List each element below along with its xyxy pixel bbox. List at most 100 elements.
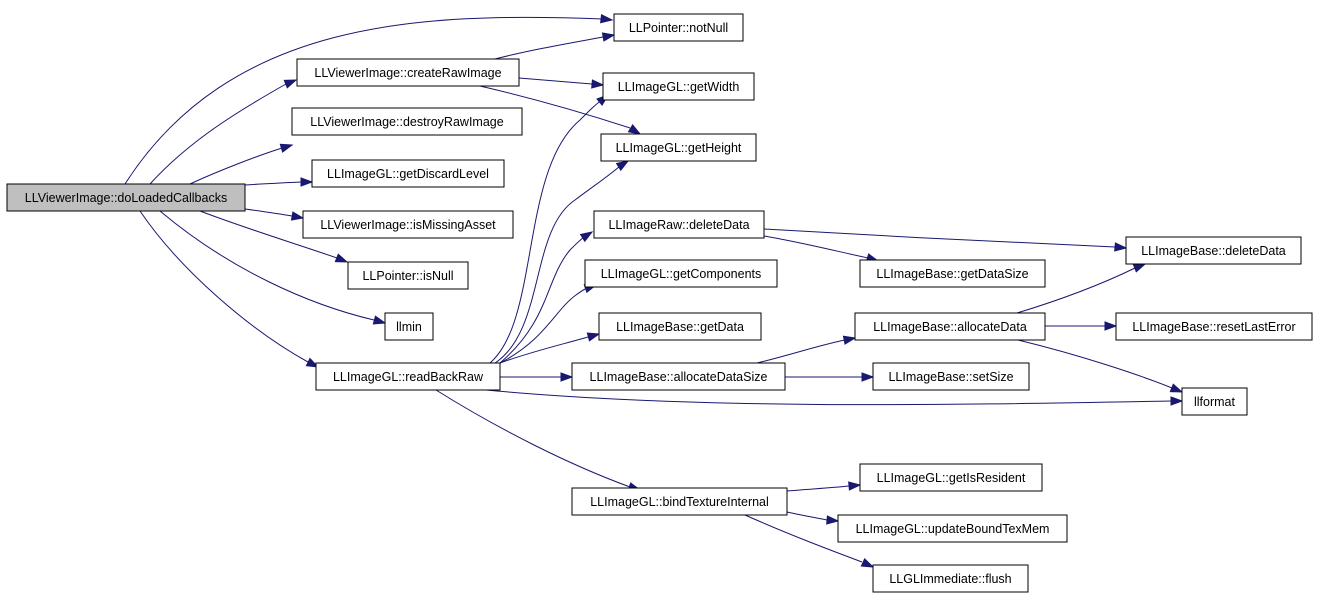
function-node-createRawImage[interactable]: LLViewerImage::createRawImage — [296, 58, 520, 87]
function-node-isNull[interactable]: LLPointer::isNull — [347, 261, 469, 290]
call-edge-doLoadedCallbacks-to-readBackRaw — [139, 210, 320, 368]
node-box — [598, 312, 762, 341]
function-node-getComponents[interactable]: LLImageGL::getComponents — [584, 259, 778, 288]
call-edge-createRawImage-to-getWidth — [518, 77, 605, 89]
call-edge-doLoadedCallbacks-to-isMissingAsset — [244, 208, 305, 221]
call-edge-bindTextureInternal-to-getIsResident — [786, 481, 862, 492]
node-label: LLImageGL::getComponents — [601, 267, 762, 281]
call-edge-doLoadedCallbacks-to-llmin — [159, 210, 387, 325]
call-edge-readBackRaw-to-bindTextureInternal — [435, 389, 642, 492]
function-node-deleteDataBase[interactable]: LLImageBase::deleteData — [1125, 236, 1302, 265]
call-edge-allocateData-to-deleteDataBase — [1016, 263, 1147, 314]
node-label: LLImageBase::resetLastError — [1132, 320, 1295, 334]
call-edge-deleteDataRaw-to-deleteDataBase — [763, 228, 1128, 252]
function-node-destroyRawImage[interactable]: LLViewerImage::destroyRawImage — [291, 107, 523, 136]
call-edge-createRawImage-to-getHeight — [479, 85, 642, 135]
node-box — [302, 210, 514, 239]
node-box — [859, 463, 1043, 492]
function-node-getWidth[interactable]: LLImageGL::getWidth — [602, 72, 755, 101]
node-label: LLViewerImage::doLoadedCallbacks — [25, 191, 227, 205]
call-edge-doLoadedCallbacks-to-notNull — [124, 14, 614, 185]
function-node-doLoadedCallbacks[interactable]: LLViewerImage::doLoadedCallbacks — [6, 183, 246, 212]
function-node-getHeight[interactable]: LLImageGL::getHeight — [600, 133, 757, 162]
call-edge-readBackRaw-to-allocateDataSize — [500, 372, 574, 382]
function-node-deleteDataRaw[interactable]: LLImageRaw::deleteData — [593, 210, 765, 239]
node-label: LLImageGL::getIsResident — [877, 471, 1026, 485]
call-edges — [124, 14, 1184, 568]
call-edge-doLoadedCallbacks-to-destroyRawImage — [189, 143, 294, 185]
function-node-llmin[interactable]: llmin — [384, 312, 434, 341]
node-box — [859, 259, 1046, 288]
node-box — [571, 362, 786, 391]
function-node-allocateDataSize[interactable]: LLImageBase::allocateDataSize — [571, 362, 786, 391]
node-box — [1125, 236, 1302, 265]
node-label: LLImageGL::updateBoundTexMem — [856, 522, 1050, 536]
node-box — [296, 58, 520, 87]
node-box — [291, 107, 523, 136]
call-edge-allocateData-to-resetLastError — [1045, 321, 1118, 331]
function-node-notNull[interactable]: LLPointer::notNull — [613, 13, 744, 42]
function-node-getIsResident[interactable]: LLImageGL::getIsResident — [859, 463, 1043, 492]
call-edge-readBackRaw-to-deleteDataRaw — [499, 231, 594, 364]
call-edge-deleteDataRaw-to-getDataSize — [763, 235, 880, 263]
call-edge-allocateData-to-llformat — [1017, 339, 1184, 393]
function-node-llformat[interactable]: llformat — [1181, 387, 1248, 416]
node-label: LLImageBase::deleteData — [1141, 244, 1286, 258]
call-edge-doLoadedCallbacks-to-createRawImage — [149, 79, 298, 185]
node-label: llmin — [396, 320, 422, 334]
function-node-allocateData[interactable]: LLImageBase::allocateData — [854, 312, 1046, 341]
call-edge-readBackRaw-to-getHeight — [494, 160, 630, 364]
node-label: LLImageBase::getData — [616, 320, 744, 334]
node-box — [602, 72, 755, 101]
node-box — [872, 564, 1029, 593]
node-label: LLImageGL::getDiscardLevel — [327, 167, 489, 181]
call-edge-doLoadedCallbacks-to-getDiscardLevel — [244, 177, 314, 187]
node-box — [6, 183, 246, 212]
node-label: LLImageBase::allocateData — [873, 320, 1027, 334]
node-box — [384, 312, 434, 341]
function-node-setSize[interactable]: LLImageBase::setSize — [872, 362, 1030, 391]
node-label: LLPointer::notNull — [629, 21, 728, 35]
call-edge-bindTextureInternal-to-flush — [744, 514, 875, 568]
node-label: LLImageGL::bindTextureInternal — [590, 495, 769, 509]
node-label: LLImageBase::getDataSize — [876, 267, 1028, 281]
node-box — [593, 210, 765, 239]
node-box — [571, 487, 788, 516]
function-node-resetLastError[interactable]: LLImageBase::resetLastError — [1115, 312, 1313, 341]
node-label: LLImageBase::setSize — [888, 370, 1013, 384]
node-box — [311, 159, 505, 188]
call-nodes: LLViewerImage::doLoadedCallbacksLLPointe… — [6, 13, 1313, 593]
call-edge-createRawImage-to-notNull — [494, 32, 616, 60]
node-label: LLViewerImage::createRawImage — [314, 66, 501, 80]
function-node-flush[interactable]: LLGLImmediate::flush — [872, 564, 1029, 593]
node-label: LLImageRaw::deleteData — [608, 218, 749, 232]
node-box — [1115, 312, 1313, 341]
node-label: LLGLImmediate::flush — [889, 572, 1011, 586]
function-node-updateBoundTexMem[interactable]: LLImageGL::updateBoundTexMem — [837, 514, 1068, 543]
node-box — [347, 261, 469, 290]
node-label: LLImageGL::getHeight — [616, 141, 742, 155]
node-label: LLImageGL::getWidth — [618, 80, 740, 94]
function-node-bindTextureInternal[interactable]: LLImageGL::bindTextureInternal — [571, 487, 788, 516]
node-box — [600, 133, 757, 162]
node-label: LLImageBase::allocateDataSize — [590, 370, 768, 384]
call-edge-readBackRaw-to-getComponents — [499, 284, 598, 364]
function-node-isMissingAsset[interactable]: LLViewerImage::isMissingAsset — [302, 210, 514, 239]
function-node-getDataSize[interactable]: LLImageBase::getDataSize — [859, 259, 1046, 288]
function-node-readBackRaw[interactable]: LLImageGL::readBackRaw — [315, 362, 501, 391]
node-box — [854, 312, 1046, 341]
function-node-getData[interactable]: LLImageBase::getData — [598, 312, 762, 341]
node-box — [872, 362, 1030, 391]
call-edge-readBackRaw-to-llformat — [485, 389, 1184, 406]
node-box — [837, 514, 1068, 543]
node-box — [613, 13, 744, 42]
node-label: llformat — [1194, 395, 1236, 409]
call-edge-allocateDataSize-to-setSize — [785, 372, 875, 382]
node-box — [1181, 387, 1248, 416]
function-node-getDiscardLevel[interactable]: LLImageGL::getDiscardLevel — [311, 159, 505, 188]
node-label: LLViewerImage::destroyRawImage — [310, 115, 503, 129]
node-box — [315, 362, 501, 391]
node-box — [584, 259, 778, 288]
call-edge-allocateDataSize-to-allocateData — [756, 335, 857, 364]
